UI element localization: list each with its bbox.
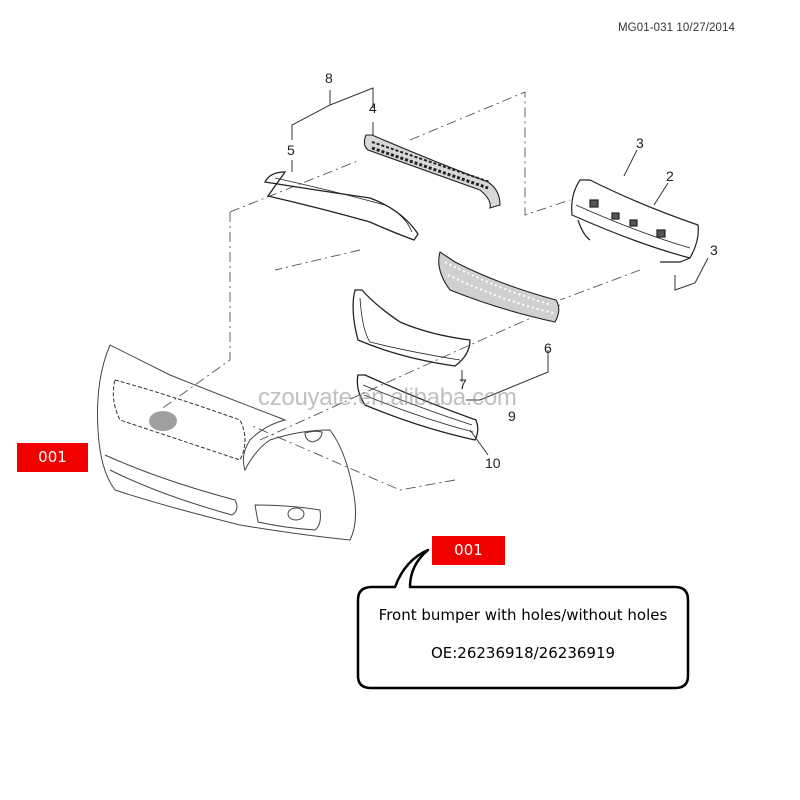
dashed-leader-lines: [159, 91, 641, 491]
callout-oe-numbers: OE:26236918/26236919: [430, 644, 616, 662]
callout-part-description: Front bumper with holes/without holes: [378, 606, 668, 624]
part-tag-callout: 001: [432, 536, 505, 565]
callout-number-8: 8: [325, 70, 333, 86]
callout-number-4: 4: [369, 100, 377, 116]
callout-number-9: 9: [508, 408, 516, 424]
part-2-grille-bracket: [571, 179, 699, 263]
part-7-grille-surround: [352, 289, 471, 367]
callout-number-2: 2: [666, 168, 674, 184]
bowtie-emblem-blur: [149, 411, 177, 431]
callout-number-6: 6: [544, 340, 552, 356]
part-5-upper-trim: [264, 171, 419, 241]
callout-number-7: 7: [459, 376, 467, 392]
part-001-front-bumper: [97, 344, 356, 541]
callout-bubble-outline: [356, 548, 690, 690]
callout-number-10: 10: [485, 455, 501, 471]
callout-number-3-upper: 3: [636, 135, 644, 151]
callout-number-5: 5: [287, 142, 295, 158]
part-4-upper-grille: [363, 134, 501, 209]
part-10-lower-grille: [356, 374, 479, 441]
callout-number-3-lower: 3: [710, 242, 718, 258]
watermark-text: czouyate.en.alibaba.com: [258, 384, 517, 411]
callout-leaders: [291, 87, 709, 456]
part-tag-bumper: 001: [17, 443, 88, 472]
diagram-reference-date: MG01-031 10/27/2014: [618, 22, 735, 34]
part-6-main-grille: [438, 251, 560, 323]
